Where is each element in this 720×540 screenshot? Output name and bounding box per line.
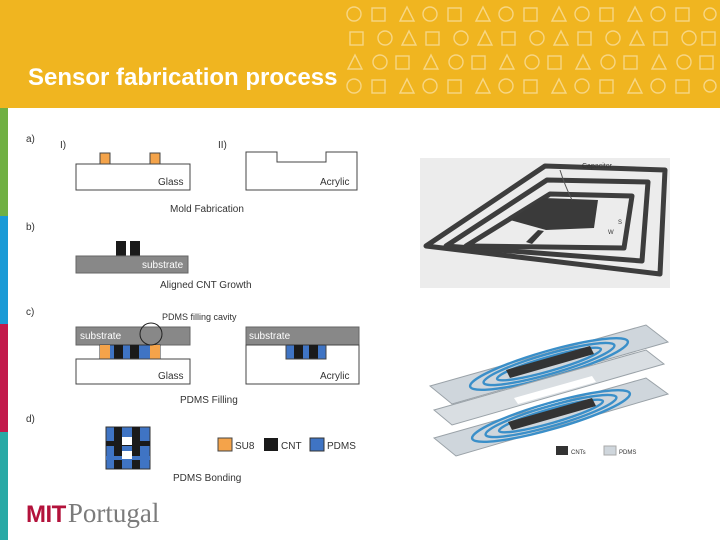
substrate-c-right-label: substrate — [249, 331, 291, 342]
layer-top — [428, 324, 670, 405]
panel-c: c) PDMS filling cavity substrate Glass s… — [26, 307, 360, 406]
panel-b-label: b) — [26, 222, 35, 233]
panel-d: d) SU8 CNT PDMS PDMS Bonding — [26, 414, 356, 484]
acrylic-label: Acrylic — [320, 177, 349, 188]
cnt-pillar — [116, 241, 126, 256]
cnt-strip — [506, 346, 594, 378]
panel-a-caption: Mold Fabrication — [170, 204, 244, 215]
title-bar: Sensor fabrication process — [0, 0, 720, 108]
legend-swatch-pdms-layer — [603, 445, 617, 456]
legend-label-pdms: PDMS — [327, 441, 356, 452]
substrate-b — [75, 255, 189, 274]
panel-b-caption: Aligned CNT Growth — [160, 280, 252, 291]
logo-portugal-text: Portugal — [67, 498, 160, 528]
pdms-window — [514, 376, 596, 404]
slide-title: Sensor fabrication process — [28, 64, 338, 91]
su8-block — [100, 345, 110, 359]
panel-a: a) I) II) Glass Acrylic Mold Fabrication — [26, 134, 358, 215]
legend-swatch-su8 — [217, 437, 233, 452]
panel-a-step-2: II) — [218, 140, 227, 151]
cnt-pillar — [114, 345, 123, 359]
acrylic-mold-c — [245, 344, 360, 385]
logo-mit-text: MIT — [26, 501, 66, 528]
su8-block — [99, 152, 111, 165]
width-label: W — [608, 230, 614, 236]
material-legend: SU8 CNT PDMS — [217, 437, 356, 452]
spiral-inner-turn — [463, 191, 635, 251]
layer-bottom — [432, 377, 670, 457]
panel-d-label: d) — [26, 414, 35, 425]
legend-swatch-pdms — [309, 437, 325, 452]
pictogram-pattern — [346, 5, 717, 94]
glass-wafer — [75, 163, 191, 191]
substrate-c-left-label: substrate — [80, 331, 122, 342]
legend-swatch-cnts — [556, 446, 568, 455]
bonded-device-grid — [105, 426, 151, 470]
legend-label-cnt: CNT — [281, 441, 302, 452]
color-sidebar — [0, 108, 8, 540]
stacked-sensor-bottom: CNTs PDMS — [428, 324, 670, 457]
capacitor-label: Capacitor — [582, 163, 613, 170]
sidebar-segment-blue — [0, 216, 8, 324]
legend-label-pdms-layer: PDMS — [619, 450, 636, 456]
spacing-label: S — [618, 220, 622, 226]
cnt-pillar — [309, 345, 318, 359]
pdms-fill — [285, 344, 327, 360]
acrylic-c-label: Acrylic — [320, 371, 349, 382]
panel-a-label: a) — [26, 134, 35, 145]
panel-b: b) substrate Aligned CNT Growth — [26, 222, 252, 291]
capacitor-leader — [559, 169, 573, 201]
cnt-strip — [508, 398, 596, 430]
sidebar-segment-green — [0, 108, 8, 216]
glass-c-label: Glass — [158, 371, 184, 382]
su8-block — [150, 345, 160, 359]
panel-c-caption: PDMS Filling — [180, 395, 238, 406]
spiral-middle-turn — [443, 177, 651, 264]
legend-swatch-cnt — [264, 438, 278, 451]
spiral-sensor-top: Capacitor S W — [420, 158, 670, 288]
legend-label-cnts: CNTs — [571, 450, 586, 456]
cnt-pillar — [130, 241, 140, 256]
sidebar-segment-red — [0, 324, 8, 432]
legend-label-su8: SU8 — [235, 441, 255, 452]
glass-wafer-c — [75, 358, 191, 385]
mit-portugal-logo: MITPortugal — [26, 498, 159, 532]
spiral-outer-turn — [423, 163, 668, 277]
sidebar-segment-teal — [0, 432, 8, 540]
cnt-pillar — [294, 345, 303, 359]
su8-block — [149, 152, 161, 165]
acrylic-mold — [245, 151, 358, 191]
layer-middle — [432, 349, 666, 426]
panel-d-caption: PDMS Bonding — [173, 473, 241, 484]
glass-label: Glass — [158, 177, 184, 188]
panel-c-label: c) — [26, 307, 34, 318]
cavity-highlight-circle — [139, 322, 163, 346]
pdms-cavity-annotation: PDMS filling cavity — [162, 312, 237, 322]
panel-a-step-1: I) — [60, 140, 66, 151]
cnt-pillar — [130, 345, 139, 359]
capacitor-plate — [510, 198, 598, 230]
fabrication-figure: a) I) II) Glass Acrylic Mold Fabrication… — [26, 134, 670, 484]
substrate-b-label: substrate — [142, 260, 184, 271]
